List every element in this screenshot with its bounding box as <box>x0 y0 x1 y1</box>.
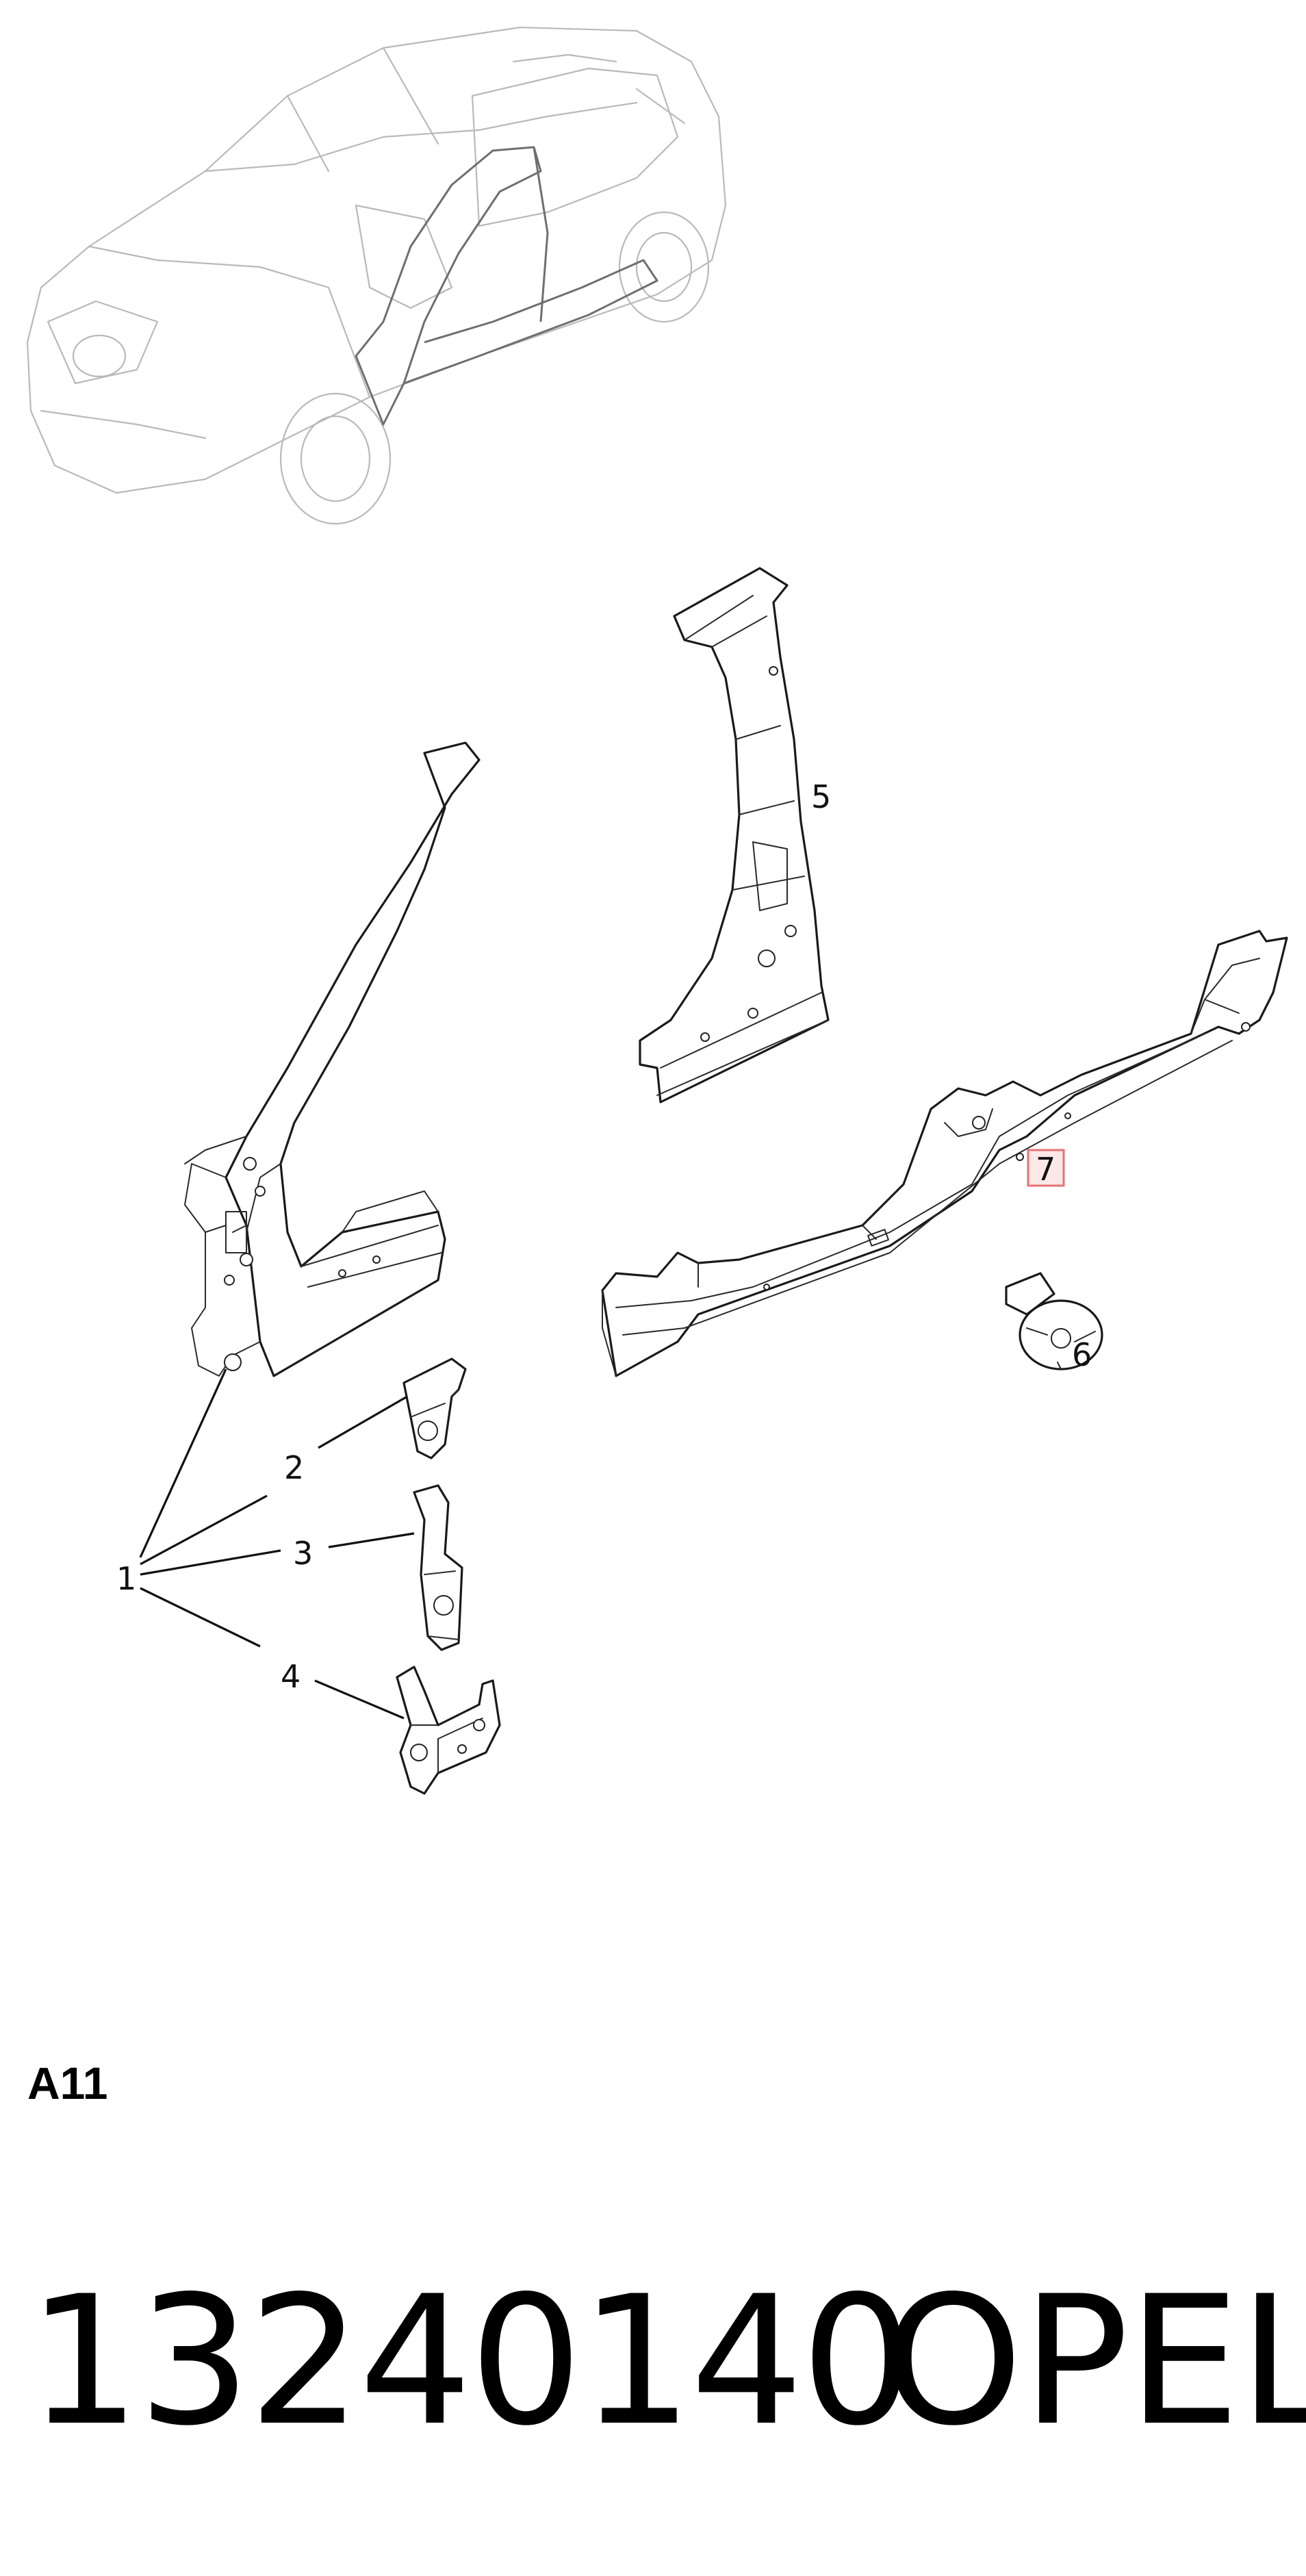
a-pillar-part <box>184 741 481 1377</box>
callout-1: 1 <box>116 1560 136 1597</box>
footer-brand: OPEL <box>883 2258 1306 2465</box>
bracket-part-3 <box>413 1484 463 1651</box>
b-pillar-part <box>639 567 830 1104</box>
callout-3: 3 <box>293 1535 313 1572</box>
callout-7-highlight <box>1027 1149 1065 1187</box>
plug-part <box>1005 1272 1103 1370</box>
callout-4: 4 <box>281 1658 300 1695</box>
overview-car-illustration <box>26 26 727 525</box>
bracket-part-2 <box>402 1357 467 1459</box>
callout-7: 7 <box>1036 1151 1055 1188</box>
callout-6: 6 <box>1072 1336 1092 1373</box>
section-code: A11 <box>27 2058 108 2108</box>
footer-part-number: 13240140 <box>27 2258 914 2465</box>
callout-5: 5 <box>811 778 831 815</box>
bracket-part-4 <box>396 1666 501 1795</box>
leader-lines <box>139 1368 415 1720</box>
rocker-sill-part <box>601 930 1288 1377</box>
callout-2: 2 <box>284 1449 304 1486</box>
parts-diagram: 1 2 3 4 5 6 7 <box>26 26 1288 1795</box>
